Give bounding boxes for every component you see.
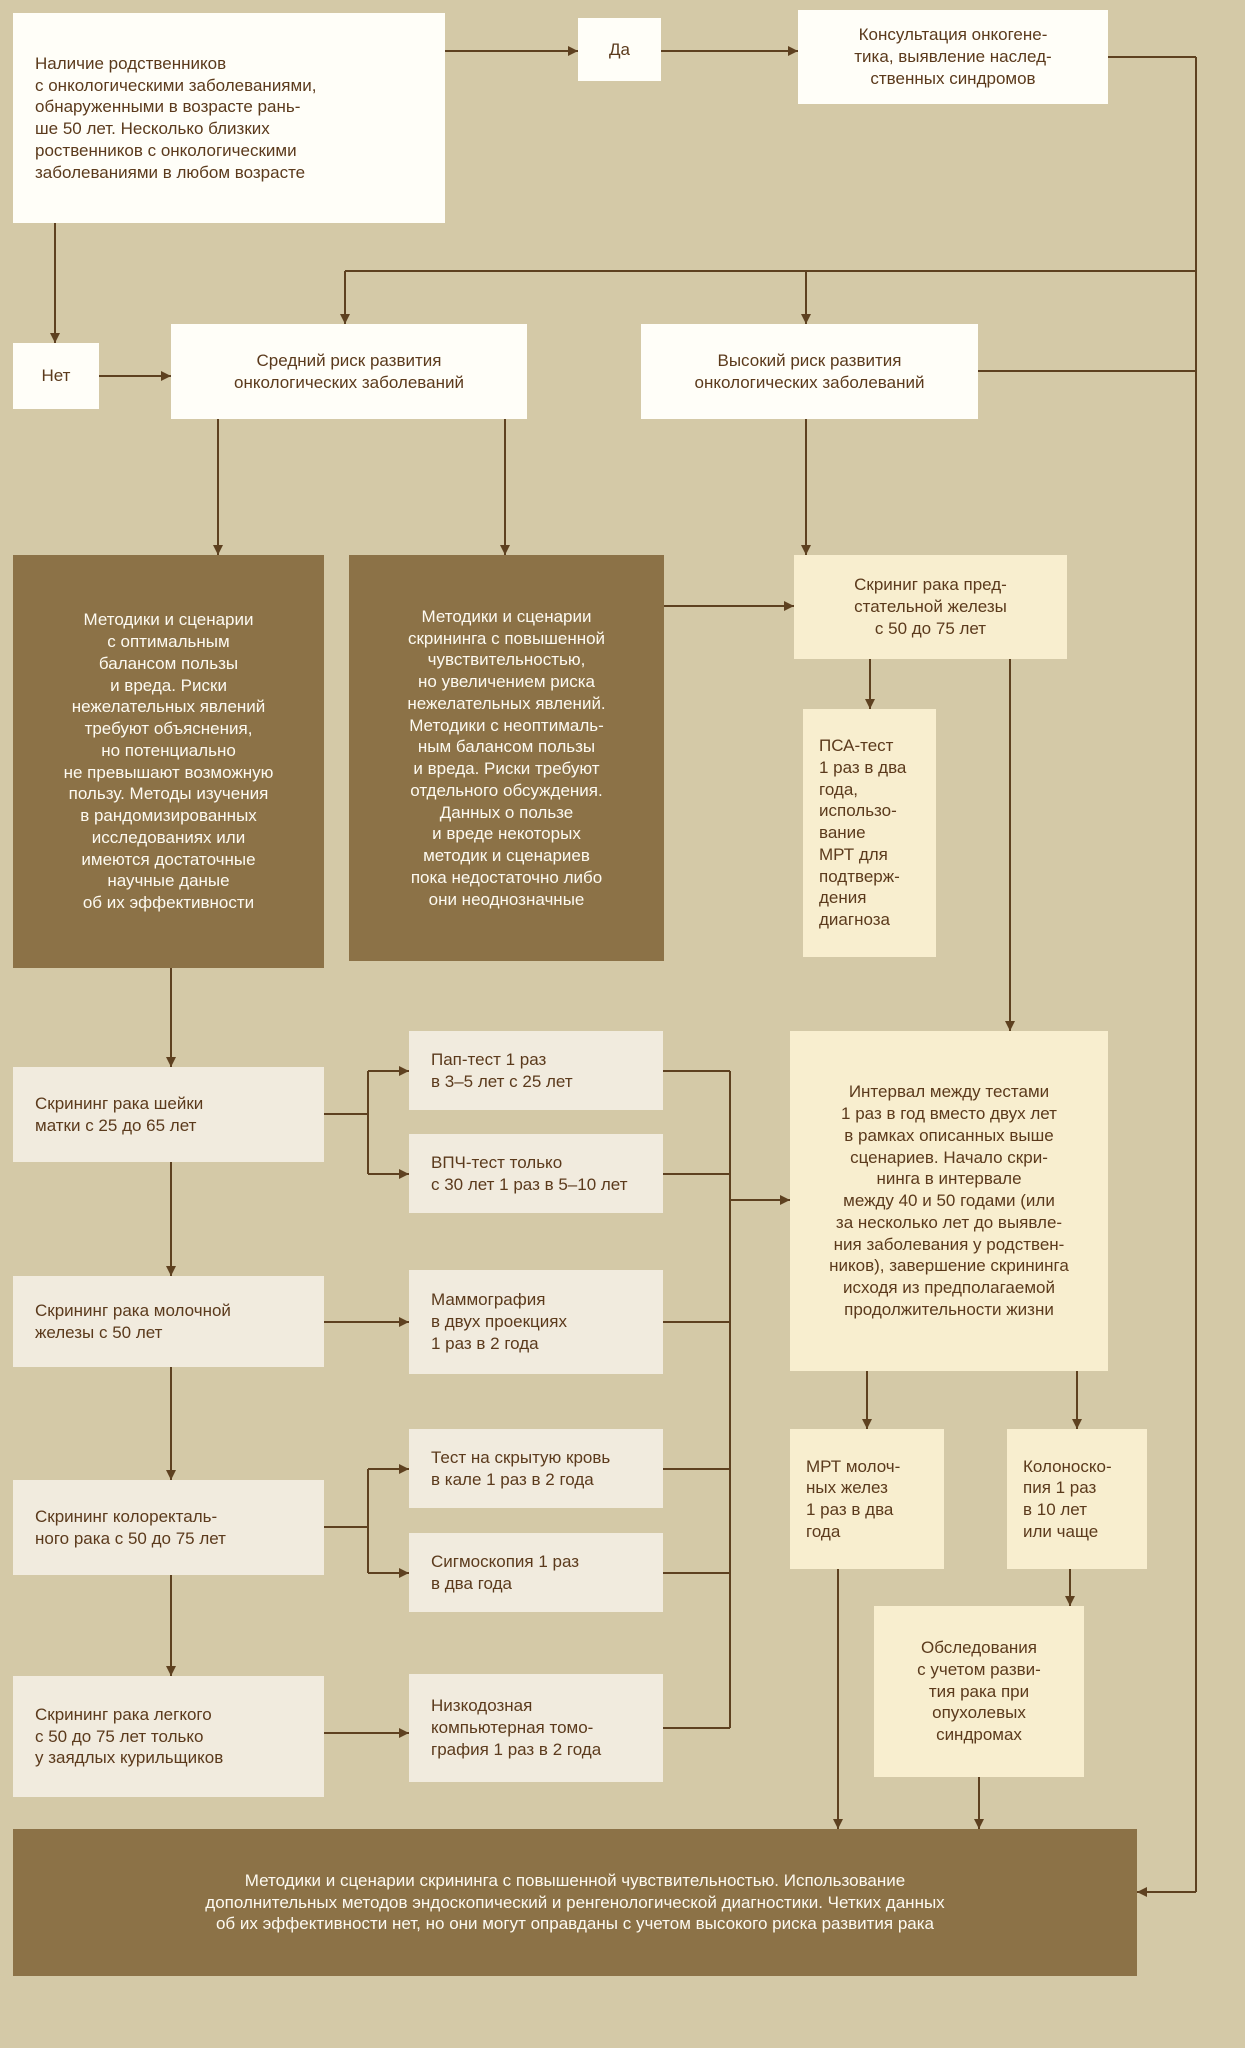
node-oncogenetics-consult: Консультация онкогене- тика, выявление н… bbox=[798, 10, 1108, 104]
node-interval-change: Интервал между тестами 1 раз в год вмест… bbox=[790, 1031, 1108, 1371]
node-sigmoidoscopy: Сигмоскопия 1 раз в два года bbox=[409, 1533, 663, 1612]
connector-paths bbox=[50, 46, 1197, 1897]
node-optimal-balance-methods: Методики и сценарии с оптимальным баланс… bbox=[13, 555, 324, 968]
node-cervical-screening: Скрининг рака шейки матки с 25 до 65 лет bbox=[13, 1067, 324, 1162]
node-breast-mri: МРТ молоч- ных желез 1 раз в два года bbox=[790, 1429, 944, 1569]
node-no: Нет bbox=[13, 343, 99, 409]
node-high-risk: Высокий риск развития онкологических заб… bbox=[641, 324, 978, 419]
node-colonoscopy: Колоноско- пия 1 раз в 10 лет или чаще bbox=[1007, 1429, 1147, 1569]
node-family-history: Наличие родственников с онкологическими … bbox=[13, 13, 445, 223]
node-high-sensitivity-methods: Методики и сценарии скрининга с повышенн… bbox=[349, 555, 664, 961]
node-low-dose-ct: Низкодозная компьютерная томо- графия 1 … bbox=[409, 1674, 663, 1782]
node-yes: Да bbox=[578, 18, 661, 81]
node-hpv-test: ВПЧ-тест только с 30 лет 1 раз в 5–10 ле… bbox=[409, 1134, 663, 1213]
node-prostate-screening: Скриниг рака пред- стательной железы с 5… bbox=[794, 555, 1067, 659]
node-fecal-occult-blood-test: Тест на скрытую кровь в кале 1 раз в 2 г… bbox=[409, 1429, 663, 1508]
node-medium-risk: Средний риск развития онкологических заб… bbox=[171, 324, 527, 419]
node-lung-screening: Скрининг рака легкого с 50 до 75 лет тол… bbox=[13, 1676, 324, 1797]
node-pap-test: Пап-тест 1 раз в 3–5 лет с 25 лет bbox=[409, 1031, 663, 1110]
node-colorectal-screening: Скрининг колоректаль- ного рака с 50 до … bbox=[13, 1480, 324, 1575]
node-psa-test: ПСА-тест 1 раз в два года, использо- ван… bbox=[803, 709, 936, 957]
node-breast-screening: Скрининг рака молочной железы с 50 лет bbox=[13, 1276, 324, 1367]
node-mammography: Маммография в двух проекциях 1 раз в 2 г… bbox=[409, 1270, 663, 1374]
node-high-sensitivity-note: Методики и сценарии скрининга с повышенн… bbox=[13, 1829, 1137, 1976]
node-tumor-syndrome-exams: Обследования с учетом разви- тия рака пр… bbox=[874, 1606, 1084, 1777]
